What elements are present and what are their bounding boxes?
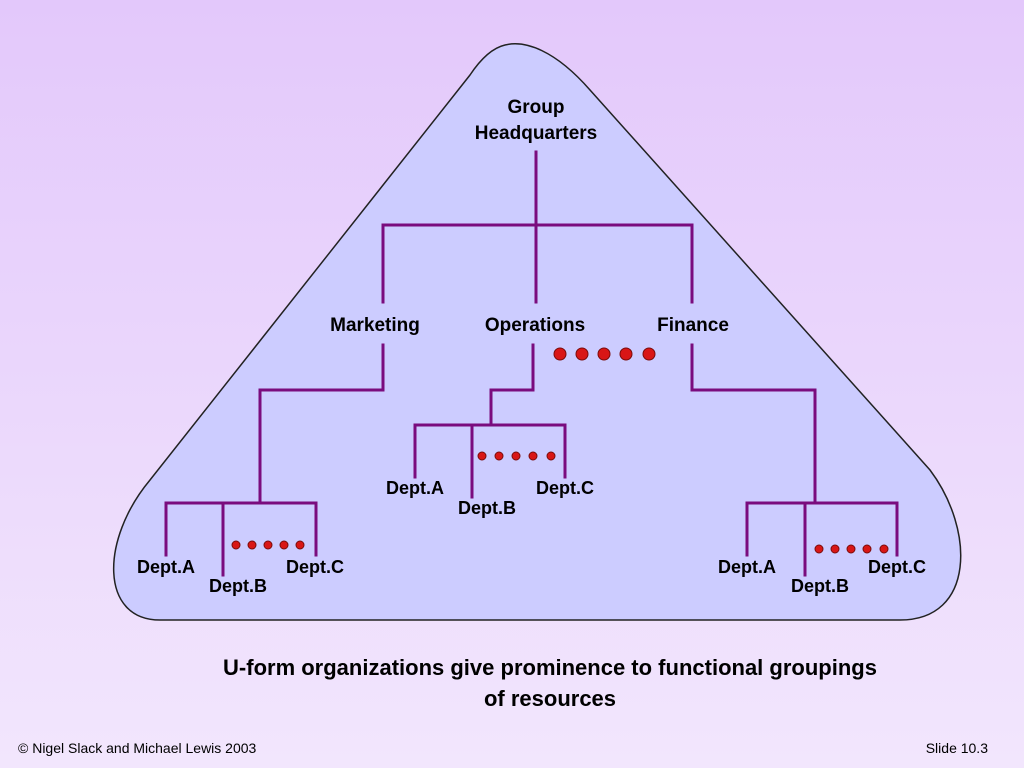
slide-number: Slide 10.3	[925, 740, 988, 756]
operations-dept-a-label: Dept.A	[386, 478, 444, 498]
copyright-footer: © Nigel Slack and Michael Lewis 2003	[18, 740, 257, 756]
hq-connectors	[381, 150, 694, 304]
finance-dept-b-label: Dept.B	[791, 576, 849, 596]
operations-label: Operations	[485, 315, 585, 336]
operations-connectors	[413, 343, 567, 499]
operations-dept-b-label: Dept.B	[458, 498, 516, 518]
operations-ellipsis-dots	[477, 451, 556, 461]
caption-line-1: U-form organizations give prominence to …	[223, 655, 877, 680]
marketing-label: Marketing	[330, 315, 420, 336]
marketing-dept-a-label: Dept.A	[137, 557, 195, 577]
finance-label: Finance	[657, 315, 729, 336]
marketing-dept-b-label: Dept.B	[209, 576, 267, 596]
functions-ellipsis-dots	[553, 347, 656, 361]
operations-dept-c-label: Dept.C	[536, 478, 594, 498]
triangle-background	[112, 43, 962, 621]
marketing-connectors	[164, 343, 385, 577]
finance-dept-c-label: Dept.C	[868, 557, 926, 577]
marketing-dept-c-label: Dept.C	[286, 557, 344, 577]
caption-line-2: of resources	[483, 686, 617, 711]
finance-ellipsis-dots	[814, 544, 889, 554]
finance-dept-a-label: Dept.A	[718, 557, 776, 577]
finance-connectors	[690, 343, 899, 577]
hq-label-line2: Headquarters	[475, 123, 598, 144]
marketing-ellipsis-dots	[231, 540, 305, 550]
hq-label-line1: Group	[508, 97, 565, 118]
